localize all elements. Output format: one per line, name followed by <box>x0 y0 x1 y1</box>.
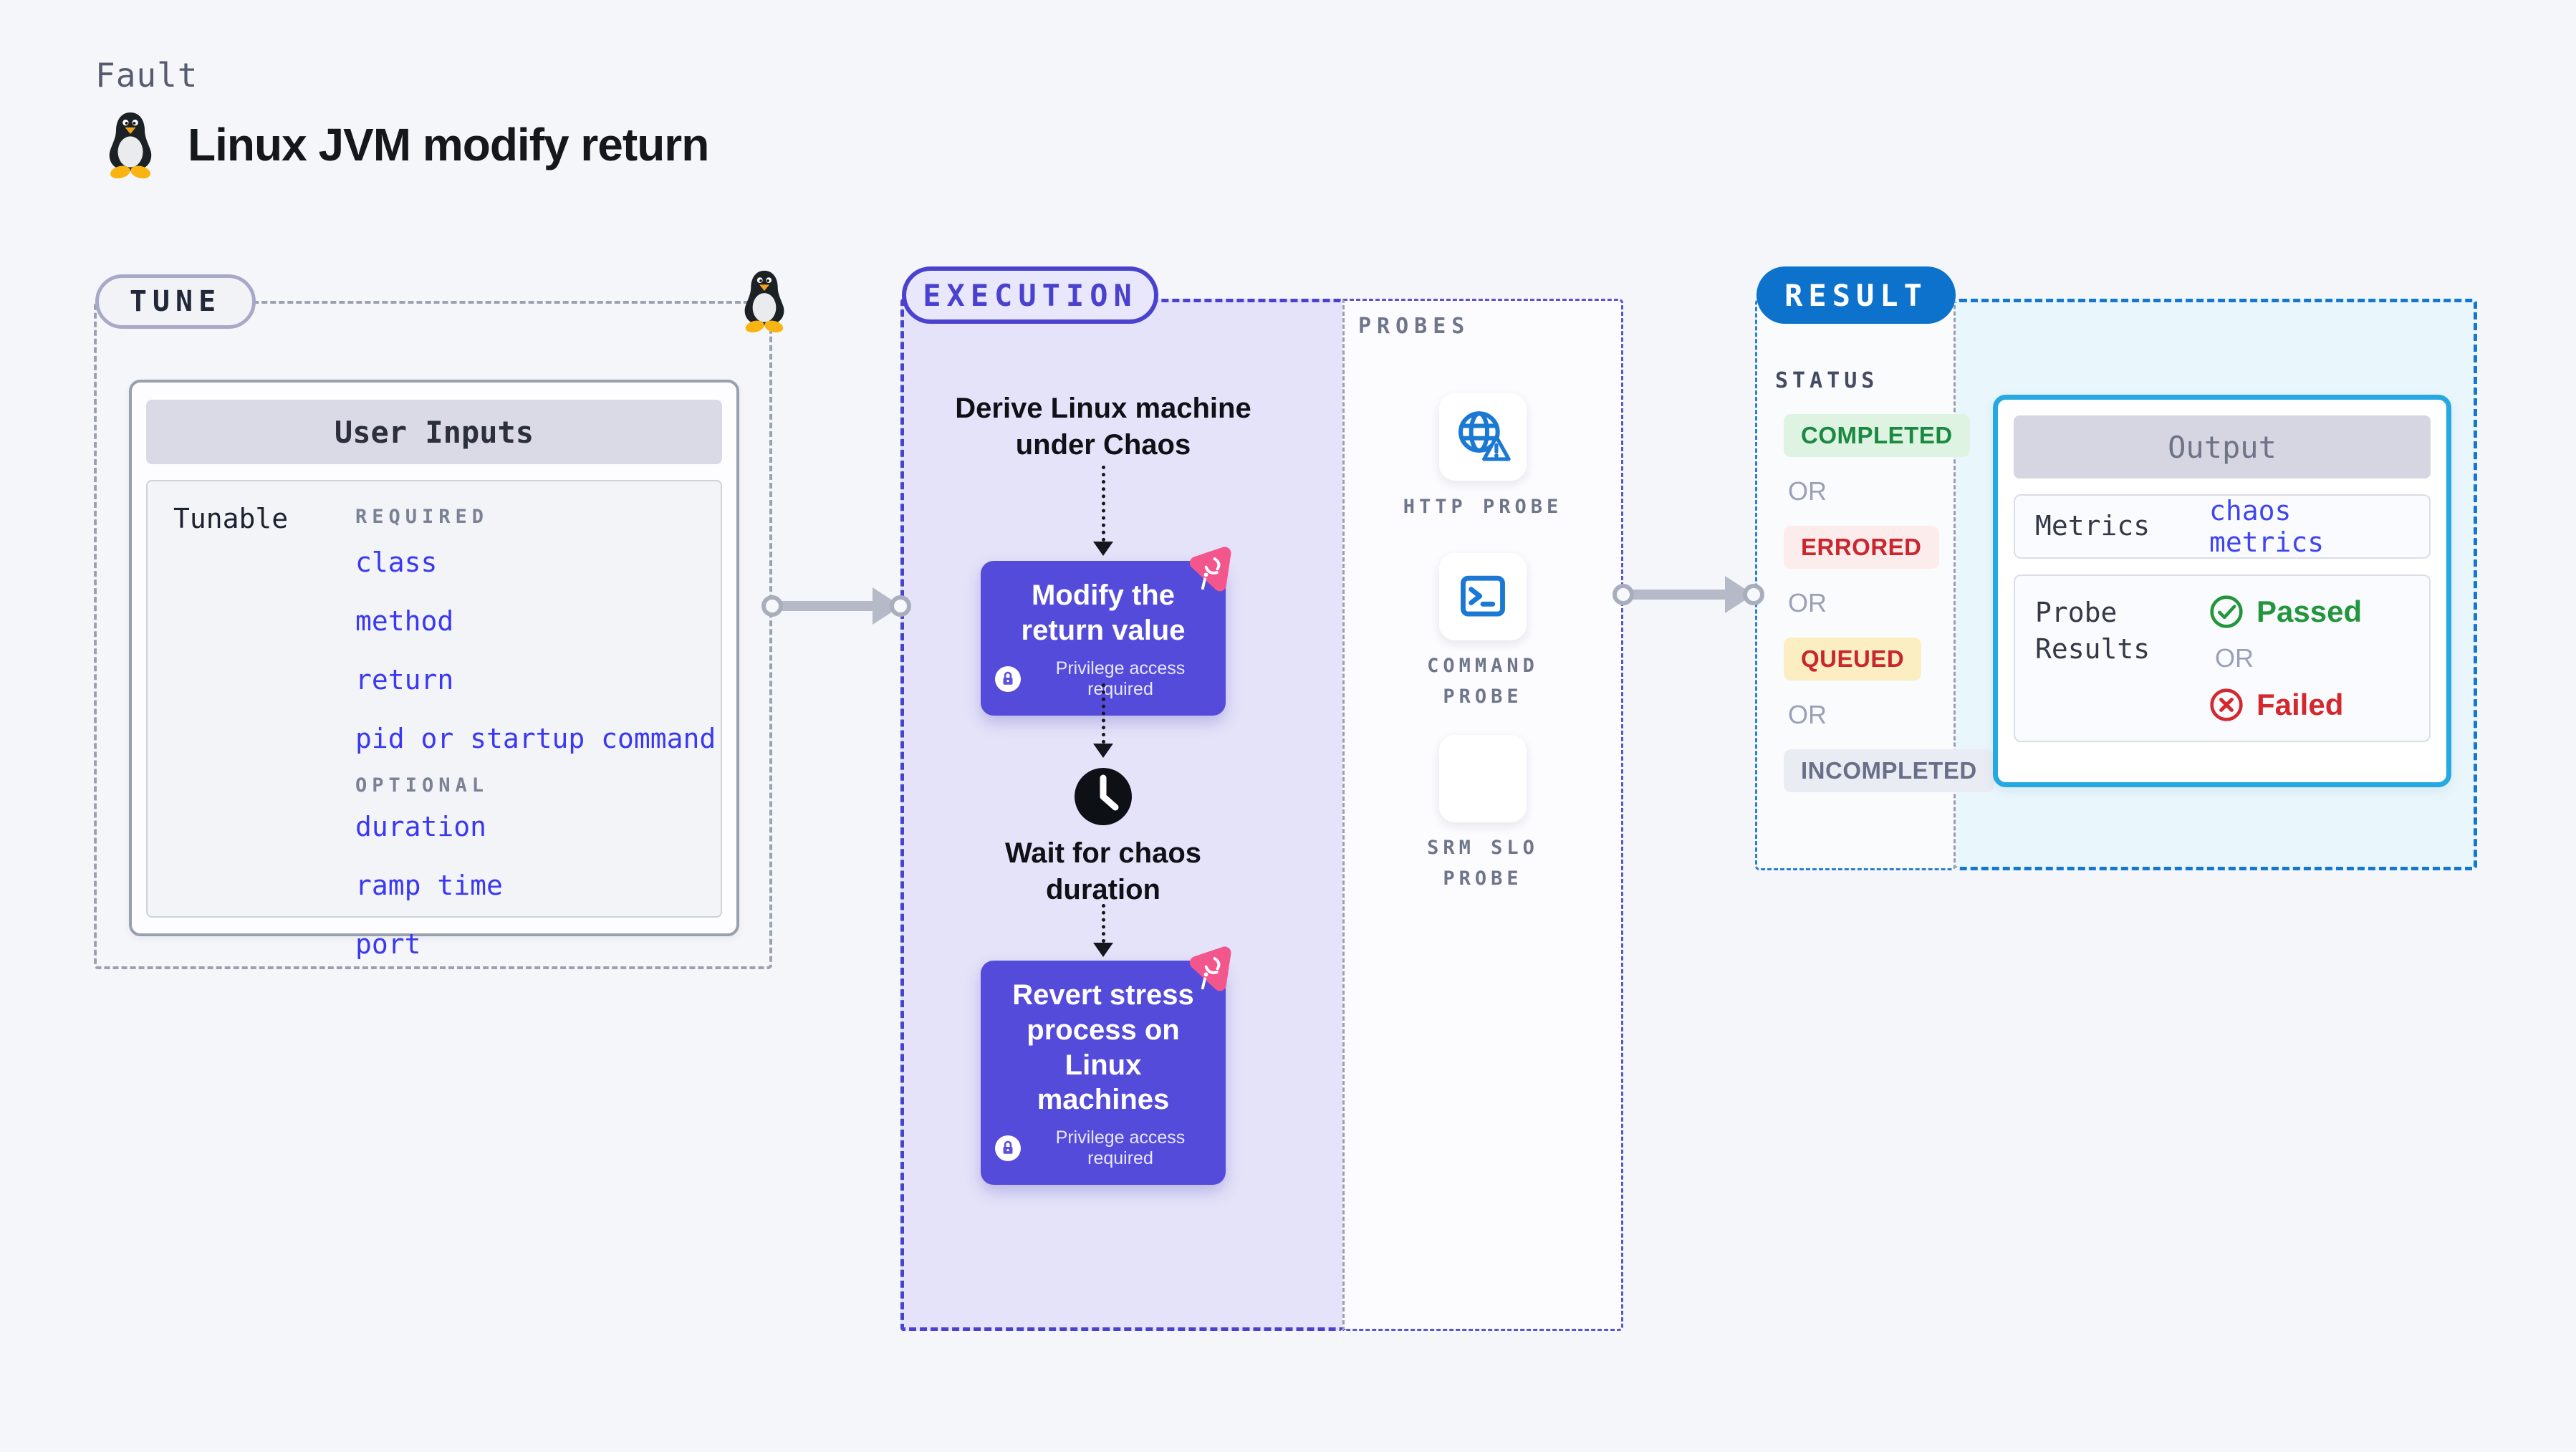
probe-results-values: Passed OR Failed <box>2209 595 2362 722</box>
failed-line: Failed <box>2209 688 2362 722</box>
http-probe-card[interactable] <box>1439 393 1527 481</box>
command-probe-label: COMMAND PROBE <box>1427 655 1539 708</box>
tux-linux-icon <box>100 109 160 181</box>
passed-line: Passed <box>2209 595 2362 629</box>
fault-eyebrow: Fault <box>95 56 198 95</box>
wait-clock-icon <box>1073 766 1133 827</box>
chaos-experiment-logo-icon <box>1181 542 1240 601</box>
terminal-icon <box>1452 566 1514 628</box>
result-badge: RESULT <box>1756 266 1956 324</box>
arrow-endpoint-dot <box>761 595 783 617</box>
or-label: OR <box>1788 476 1827 506</box>
derive-step-text: Derive Linux machine under Chaos <box>955 393 1251 461</box>
arrow-line <box>1623 590 1727 600</box>
http-probe-label: HTTP PROBE <box>1403 496 1563 518</box>
probe-results-row: Probe Results Passed OR Failed <box>2014 574 2431 742</box>
flow-arrow-down <box>1093 466 1113 556</box>
probes-section-label: PROBES <box>1358 314 1471 339</box>
arrow-line <box>772 601 874 611</box>
check-circle-icon <box>2209 595 2244 629</box>
privilege-note: Privilege access required <box>1055 658 1186 699</box>
user-inputs-body: Tunable REQUIRED class method return pid… <box>146 480 722 960</box>
or-label: OR <box>1788 700 1827 729</box>
title-row: Linux JVM modify return <box>100 109 709 181</box>
x-circle-icon <box>2209 688 2244 722</box>
output-panel: Output Metrics chaos metrics Probe Resul… <box>1993 395 2451 787</box>
dotted-arrow-head <box>1093 744 1113 758</box>
dotted-line <box>1101 904 1105 943</box>
tune-to-execution-arrow <box>759 586 911 626</box>
lock-icon <box>995 1135 1021 1162</box>
tunable-class[interactable]: class <box>355 547 438 578</box>
tunable-method[interactable]: method <box>355 605 454 637</box>
dotted-arrow-head <box>1093 542 1113 556</box>
revert-stress-step[interactable]: Revert stress process on Linux machines … <box>981 961 1226 1186</box>
tunable-duration[interactable]: duration <box>355 811 487 842</box>
lock-icon <box>995 665 1021 692</box>
tunable-pid-or-startup-command[interactable]: pid or startup command <box>355 723 716 754</box>
status-incompleted: INCOMPLETED <box>1784 749 1994 792</box>
arrow-endpoint-dot <box>1613 584 1634 605</box>
status-completed: COMPLETED <box>1784 414 1970 457</box>
globe-alert-icon <box>1452 406 1514 468</box>
tunable-port[interactable]: port <box>355 928 421 960</box>
srm-slo-probe-card[interactable] <box>1439 735 1527 822</box>
dotted-line <box>1101 683 1105 744</box>
chaos-experiment-logo-icon <box>1181 941 1240 1001</box>
metrics-row: Metrics chaos metrics <box>2014 494 2431 559</box>
wait-step-text: Wait for chaos duration <box>1004 837 1202 906</box>
or-label: OR <box>1788 588 1827 617</box>
execution-badge: EXECUTION <box>902 266 1158 324</box>
status-list: COMPLETED OR ERRORED OR QUEUED OR INCOMP… <box>1784 414 1994 792</box>
arrow-endpoint-dot <box>890 595 911 617</box>
privilege-note: Privilege access required <box>1055 1128 1186 1169</box>
tune-section-box <box>94 301 772 969</box>
required-section-label: REQUIRED <box>355 506 489 528</box>
tux-linux-icon-small <box>736 266 792 335</box>
status-queued: QUEUED <box>1784 638 1922 681</box>
metrics-value[interactable]: chaos metrics <box>2209 495 2325 558</box>
optional-section-label: OPTIONAL <box>355 774 489 797</box>
command-probe-card[interactable] <box>1439 553 1527 640</box>
status-errored: ERRORED <box>1784 526 1939 569</box>
slo-donut-check-icon <box>1452 748 1514 809</box>
or-label: OR <box>2215 643 2254 673</box>
probe-results-label: Probe Results <box>2035 597 2150 665</box>
step-title: Revert stress process on Linux machines <box>1012 979 1194 1116</box>
tunable-ramp-time[interactable]: ramp time <box>355 870 503 901</box>
privilege-note-row: Privilege access required <box>995 1128 1211 1169</box>
dotted-line <box>1101 466 1105 542</box>
tunable-label: Tunable <box>173 503 289 534</box>
arrow-endpoint-dot <box>1743 584 1764 605</box>
user-inputs-card: User Inputs Tunable REQUIRED class metho… <box>129 380 739 960</box>
srm-slo-probe-label: SRM SLO PROBE <box>1427 837 1539 890</box>
failed-label: Failed <box>2257 688 2344 721</box>
tune-badge: TUNE <box>95 274 256 329</box>
tunable-return[interactable]: return <box>355 664 454 696</box>
passed-label: Passed <box>2257 595 2363 628</box>
page-title: Linux JVM modify return <box>188 119 709 170</box>
flow-arrow-down <box>1093 904 1113 957</box>
status-label: STATUS <box>1775 368 1879 393</box>
execution-to-result-arrow <box>1610 574 1765 615</box>
step-title: Modify the return value <box>1021 580 1186 646</box>
dotted-arrow-head <box>1093 943 1113 957</box>
output-header: Output <box>2014 415 2431 479</box>
flow-arrow-down <box>1093 683 1113 758</box>
tunables-list: REQUIRED class method return pid or star… <box>355 500 716 987</box>
user-inputs-header: User Inputs <box>146 400 722 464</box>
metrics-label: Metrics <box>2035 510 2150 542</box>
privilege-note-row: Privilege access required <box>995 658 1211 700</box>
